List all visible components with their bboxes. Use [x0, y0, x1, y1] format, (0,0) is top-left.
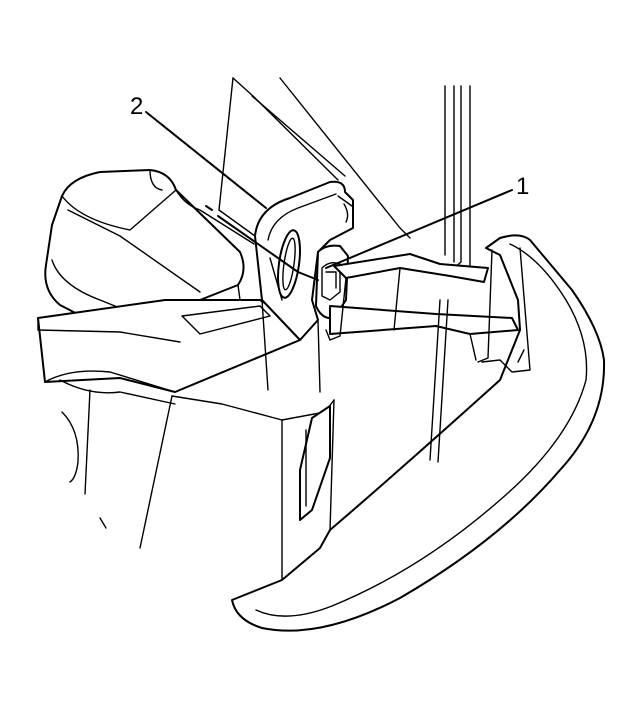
callout-label-1: 1 — [516, 173, 529, 200]
leader-lines — [145, 111, 513, 281]
lower-console-body — [61, 299, 335, 581]
callout-label-2: 2 — [130, 93, 143, 120]
retainer-clip — [315, 244, 349, 320]
rear-pillar-panel — [218, 77, 411, 239]
latch-bracket — [325, 253, 519, 361]
right-panel-body — [231, 234, 606, 632]
door-edge-channel — [444, 85, 471, 271]
